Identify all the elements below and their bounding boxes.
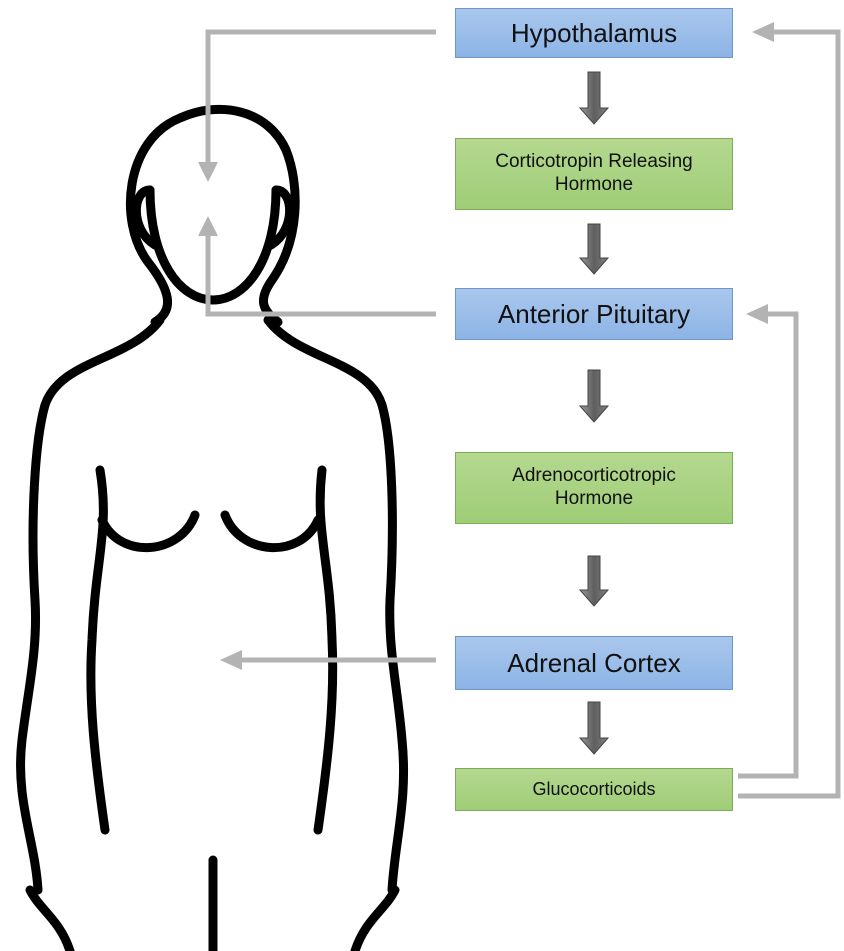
feedback-to-hypothalamus-line [738,32,838,796]
hypothalamus-box: Hypothalamus [455,8,733,58]
pituitary-to-head-line [208,232,436,314]
feedback-to-pituitary-line [738,314,796,776]
arrowhead-head-down [198,162,218,182]
anterior-pituitary-label: Anterior Pituitary [498,299,690,330]
chest-left [102,515,195,548]
down-arrow-2 [580,224,608,274]
arrowhead-body-left [220,650,242,670]
anterior-pituitary-box: Anterior Pituitary [455,288,733,340]
hypothalamus-to-head-line [208,32,436,165]
crh-label: Corticotropin Releasing Hormone [466,151,722,197]
down-arrow-1 [580,72,608,124]
arrow-heads [198,22,774,670]
face-outline [150,190,276,300]
chest-right [225,515,318,548]
arrowhead-hypothalamus-left [752,22,774,42]
adrenal-cortex-label: Adrenal Cortex [507,648,680,679]
down-arrow-3 [580,370,608,422]
right-hand [355,890,395,951]
down-arrow-4 [580,556,608,606]
acth-label: Adrenocorticotropic Hormone [486,465,702,511]
glucocorticoids-box: Glucocorticoids [455,768,733,811]
crh-box: Corticotropin Releasing Hormone [455,138,733,210]
hypothalamus-label: Hypothalamus [511,18,677,49]
acth-box: Adrenocorticotropic Hormone [455,452,733,524]
glucocorticoids-label: Glucocorticoids [532,779,655,801]
shoulders-outline-right [268,320,404,890]
down-arrow-5 [580,702,608,754]
adrenal-cortex-box: Adrenal Cortex [455,636,733,690]
left-hand [30,890,70,951]
arrowhead-pituitary-left [746,304,768,324]
arrowhead-head-up [198,216,218,236]
